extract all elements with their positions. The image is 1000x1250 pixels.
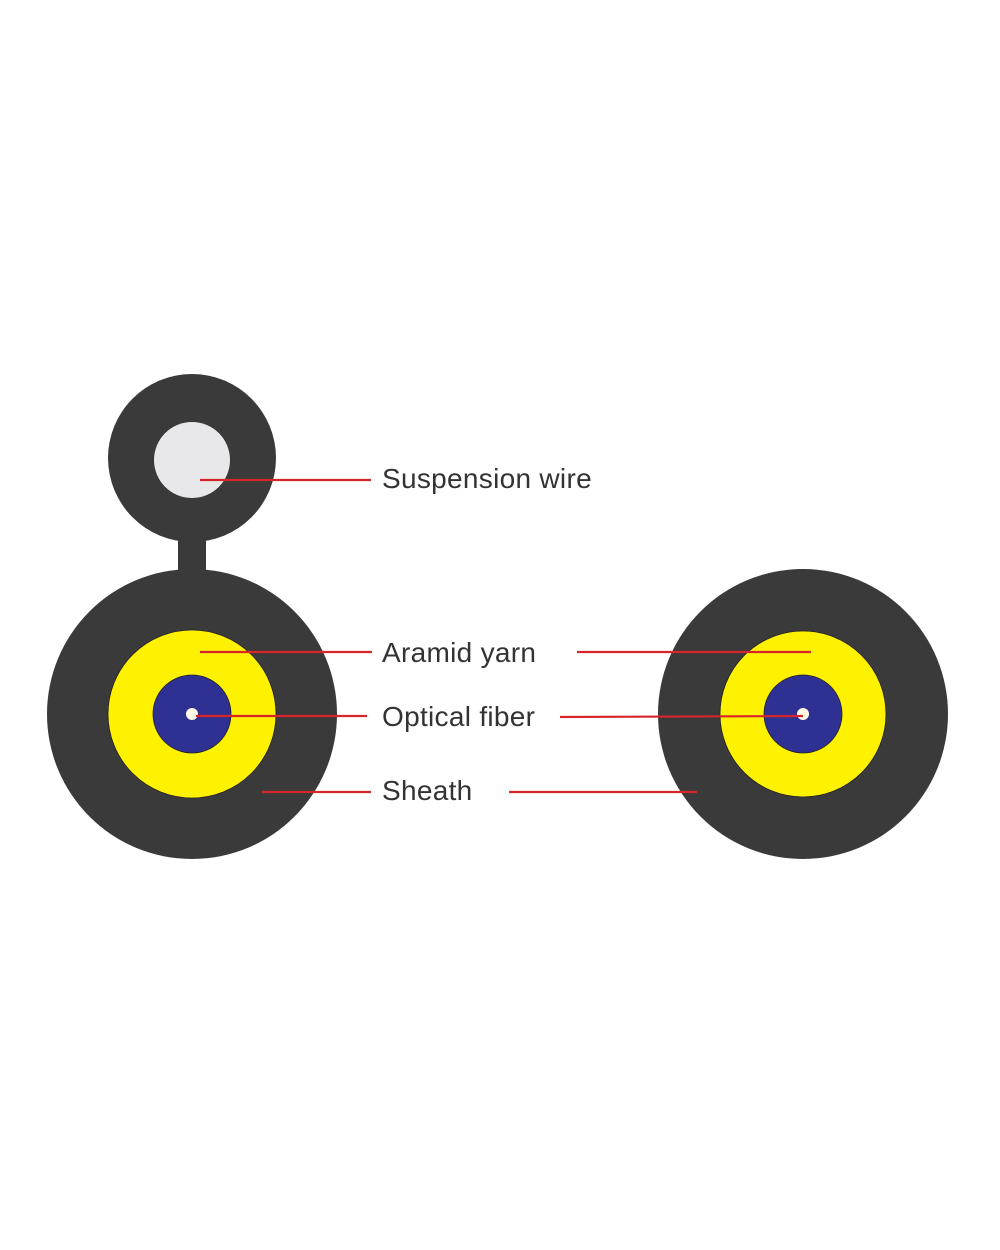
optical-fiber-left	[186, 708, 198, 720]
leader-lines	[196, 478, 811, 794]
round-cable	[658, 569, 948, 859]
label-aramid-yarn: Aramid yarn	[382, 637, 537, 668]
suspension-wire	[154, 422, 230, 498]
self-supporting-cable	[47, 374, 337, 859]
leader-fiber-right	[559, 714, 804, 719]
label-suspension-wire: Suspension wire	[382, 463, 592, 494]
optical-fiber-right	[797, 708, 809, 720]
label-optical-fiber: Optical fiber	[382, 701, 536, 732]
label-sheath: Sheath	[382, 775, 473, 806]
